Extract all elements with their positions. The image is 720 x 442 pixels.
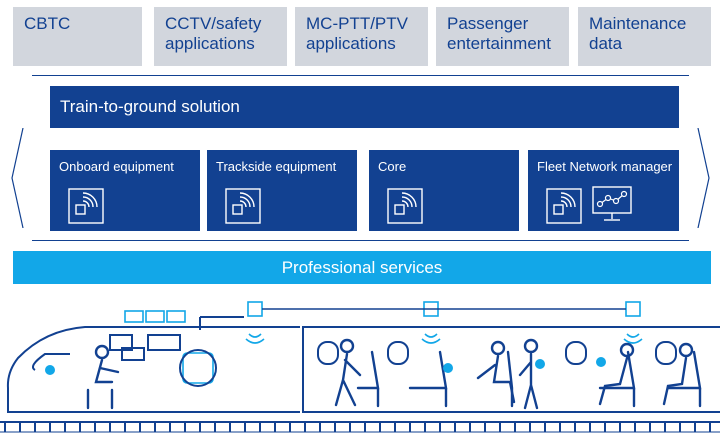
tile-label: Core (378, 159, 407, 174)
tile-onboard-equipment: Onboard equipment (50, 150, 200, 231)
app-box-mcptt: MC-PTT/PTV applications (295, 7, 428, 66)
wireless-device-icon (225, 188, 261, 224)
tile-label: Fleet Network manager (537, 159, 673, 174)
app-box-cbtc: CBTC (13, 7, 142, 66)
professional-services-bar: Professional services (13, 251, 711, 284)
app-box-passenger-entertainment: Passenger entertainment (436, 7, 569, 66)
tile-core: Core (369, 150, 519, 231)
right-chevron-icon (697, 128, 710, 228)
app-box-cctv: CCTV/safety applications (154, 7, 287, 66)
tile-trackside-equipment: Trackside equipment (207, 150, 357, 231)
left-chevron-icon (11, 128, 24, 228)
frame-top-line (32, 75, 689, 76)
wireless-device-icon (387, 188, 423, 224)
frame-bottom-line (32, 240, 689, 241)
app-box-maintenance-data: Maintenance data (578, 7, 711, 66)
network-monitor-icon (592, 186, 632, 221)
tile-label: Trackside equipment (216, 159, 337, 174)
tile-label: Onboard equipment (59, 159, 174, 174)
wireless-device-icon (546, 188, 582, 224)
train-to-ground-title: Train-to-ground solution (50, 86, 679, 128)
wireless-device-icon (68, 188, 104, 224)
tile-fleet-network-manager: Fleet Network manager (528, 150, 679, 231)
train-illustration (0, 301, 720, 433)
